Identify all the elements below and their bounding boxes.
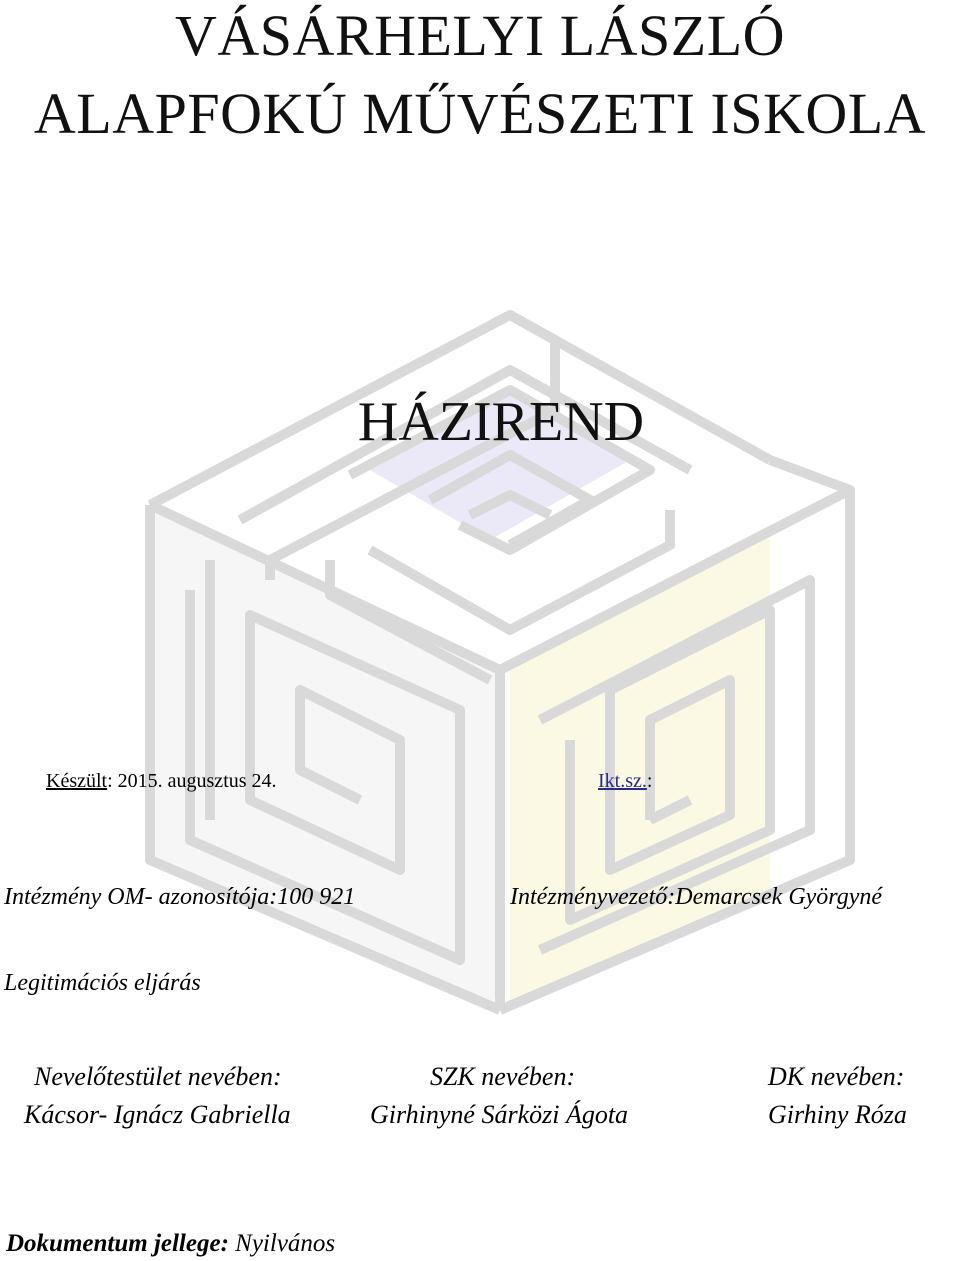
- school-cube-logo-icon: [145, 310, 855, 1015]
- registration-label: Ikt.sz.: [598, 770, 647, 792]
- signatory-role-szk: SZK nevében:: [430, 1062, 576, 1091]
- document-nature: Dokumentum jellege: Nyilvános: [6, 1230, 335, 1258]
- document-nature-value: Nyilvános: [235, 1230, 336, 1257]
- signatory-name-szk: Girhinyné Sárközi Ágota: [370, 1100, 629, 1129]
- om-label: Intézmény OM- azonosítója:: [4, 884, 278, 910]
- registration-number: Ikt.sz.:: [598, 770, 652, 793]
- om-value: 100 921: [277, 884, 356, 910]
- signatory-role-dk: DK nevében:: [768, 1062, 905, 1091]
- institution-om-id: Intézmény OM- azonosítója:100 921: [4, 884, 355, 911]
- institution-director: Intézményvezető:Demarcsek Györgyné: [510, 884, 882, 911]
- registration-value: :: [646, 770, 653, 792]
- prepared-label: Készült: [46, 770, 108, 792]
- signatory-role-staff: Nevelőtestület nevében:: [34, 1062, 282, 1091]
- director-label: Intézményvezető:: [510, 884, 676, 910]
- signatory-name-staff: Kácsor- Ignácz Gabriella: [24, 1100, 291, 1129]
- document-nature-label: Dokumentum jellege:: [6, 1230, 229, 1257]
- director-value: Demarcsek Györgyné: [675, 884, 883, 910]
- signatory-name-dk: Girhiny Róza: [768, 1100, 907, 1129]
- school-name-line2: ALAPFOKÚ MŰVÉSZETI ISKOLA: [33, 81, 927, 146]
- prepared-value: : 2015. augusztus 24.: [107, 770, 277, 792]
- legitimation-label: Legitimációs eljárás: [4, 970, 201, 996]
- document-title: HÁZIREND: [357, 391, 645, 453]
- prepared-date: Készült: 2015. augusztus 24.: [46, 770, 277, 793]
- school-name-line1: VÁSÁRHELYI LÁSZLÓ: [174, 3, 786, 68]
